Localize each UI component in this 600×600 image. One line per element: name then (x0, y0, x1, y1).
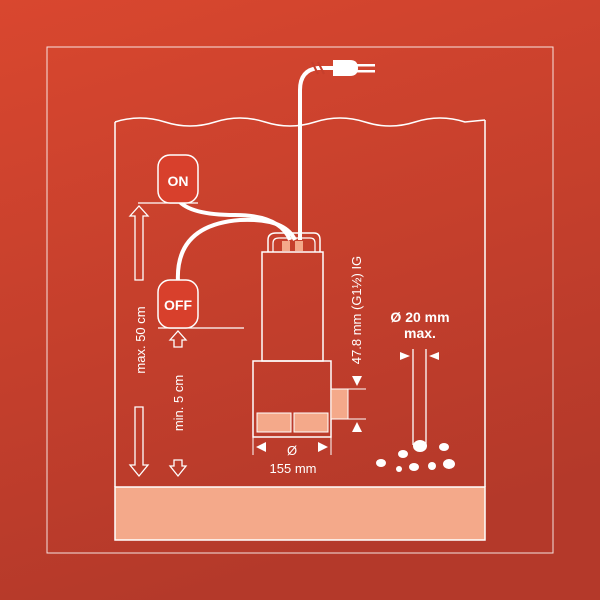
tank-floor (114, 486, 486, 541)
outlet-size-label: 47.8 mm (G1½) IG (349, 256, 364, 364)
diameter-symbol: Ø (287, 443, 297, 458)
particles (376, 440, 455, 472)
particle-max-label: max. (404, 325, 436, 341)
frame-border (46, 46, 554, 554)
on-float (157, 154, 199, 204)
min-height-label: min. 5 cm (171, 375, 186, 431)
off-float-cable (175, 217, 297, 283)
particle-size-label: Ø 20 mm (390, 309, 449, 325)
on-label: ON (168, 173, 189, 189)
arrow-up-icon (128, 205, 150, 281)
pump-handle (267, 232, 321, 252)
arrow-up-icon (168, 330, 188, 348)
pump-diameter-label: 155 mm (270, 461, 317, 476)
power-cord (298, 66, 335, 240)
plug-icon (333, 60, 375, 76)
pump (252, 232, 349, 438)
max-height-label: max. 50 cm (133, 306, 148, 373)
arrow-down-icon (128, 406, 150, 478)
off-float (157, 279, 199, 329)
arrow-down-icon (168, 459, 188, 478)
cord-break (311, 61, 325, 75)
water-surface (114, 117, 486, 127)
off-label: OFF (164, 297, 192, 313)
particle-dim-arrows (400, 352, 439, 360)
max-height-arrows (128, 205, 150, 478)
min-height-arrows (168, 330, 188, 478)
pump-outlet-thread (330, 388, 349, 420)
